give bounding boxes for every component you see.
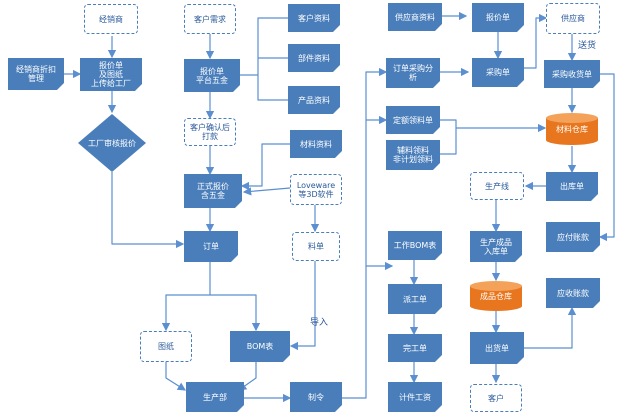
edge-order-drawing xyxy=(161,262,211,332)
edge-cutting-analysis xyxy=(365,67,388,266)
node-drawing: 图纸 xyxy=(140,331,192,362)
edge-material-formal xyxy=(240,143,290,191)
node-supplier-info: 供应商资料 xyxy=(388,3,442,31)
node-aux-material: 辅料领料 非计划领料 xyxy=(386,140,440,170)
node-material-list: 料单 xyxy=(292,232,340,261)
edge-software-formal xyxy=(242,187,291,196)
node-confirm-quote: 正式报价 含五金 xyxy=(184,174,242,208)
edge-fixed-stock xyxy=(440,119,547,133)
node-piecework: 计件工资 xyxy=(388,382,442,412)
node-dealer-mgmt: 经销商折扣 管理 xyxy=(8,58,64,90)
material-stock-cylinder xyxy=(546,113,598,145)
edge-shipment-receivable xyxy=(524,306,577,349)
node-cutting: 制令 xyxy=(290,382,342,412)
node-dealer: 经销商 xyxy=(84,4,138,34)
node-bom: BOM表 xyxy=(230,331,290,362)
edge-label-delivery: 送货 xyxy=(578,41,597,51)
node-cust-confirm: 客户确认后 打款 xyxy=(184,118,236,146)
node-outbound: 出库单 xyxy=(546,172,598,201)
node-supplier: 供应商 xyxy=(546,3,600,34)
node-receivable: 应收账款 xyxy=(546,278,600,308)
edge-list-bom xyxy=(289,261,316,351)
factory-review-diamond xyxy=(78,114,146,172)
edge-quote-custinfo xyxy=(240,17,288,76)
node-dispatch: 派工单 xyxy=(388,284,442,314)
node-finished-stock: 成品仓库 xyxy=(480,291,512,301)
node-material-stock: 材料仓库 xyxy=(556,124,588,134)
node-production: 生产部 xyxy=(186,382,244,412)
node-prod-line: 生产线 xyxy=(470,172,524,200)
edge-quote-productinfo xyxy=(257,75,288,101)
node-shipment: 出货单 xyxy=(470,332,524,364)
node-complete: 完工单 xyxy=(388,334,442,362)
node-payable: 应付账款 xyxy=(546,222,600,252)
edge-order-bom xyxy=(210,294,261,332)
node-cust-info: 客户资料 xyxy=(288,4,340,32)
node-factory-review: 工厂审核报价 xyxy=(88,139,136,148)
node-cust-req: 客户需求 xyxy=(184,4,236,34)
edge-bom-prod xyxy=(238,362,257,391)
edge-receipt-payable xyxy=(598,73,615,242)
node-fixed-material: 定额领料单 xyxy=(386,106,440,134)
node-quote-price: 报价单 xyxy=(472,3,524,32)
node-product-info: 产品资料 xyxy=(288,86,340,114)
edge-review-order xyxy=(111,172,185,249)
node-quote-dealer: 报价单 及图纸 上传给工厂 xyxy=(80,58,142,91)
finished-stock-cylinder xyxy=(470,281,522,311)
node-purchase-order: 采购单 xyxy=(472,58,524,87)
edge-po-supplier xyxy=(524,13,548,69)
node-prod-report: 生产成品 入库单 xyxy=(470,231,522,262)
node-customer: 客户 xyxy=(470,384,522,412)
node-part-info: 部件资料 xyxy=(288,44,340,72)
edge-aux-stock xyxy=(440,128,457,155)
node-software: Loveware 等3D软件 xyxy=(290,174,342,205)
edge-label-import: 导入 xyxy=(310,318,329,328)
node-material-info: 材料资料 xyxy=(290,130,342,158)
node-receipt: 采购收货单 xyxy=(544,60,600,88)
node-work-bom: 工作BOM表 xyxy=(388,231,442,260)
edge-cutting-workbom xyxy=(342,261,394,399)
node-order: 订单 xyxy=(184,231,238,262)
edge-drawing-prod xyxy=(165,362,187,391)
node-quote-mid: 报价单 平台五金 xyxy=(184,59,240,92)
node-order-analysis: 订单采购分 析 xyxy=(386,58,440,88)
